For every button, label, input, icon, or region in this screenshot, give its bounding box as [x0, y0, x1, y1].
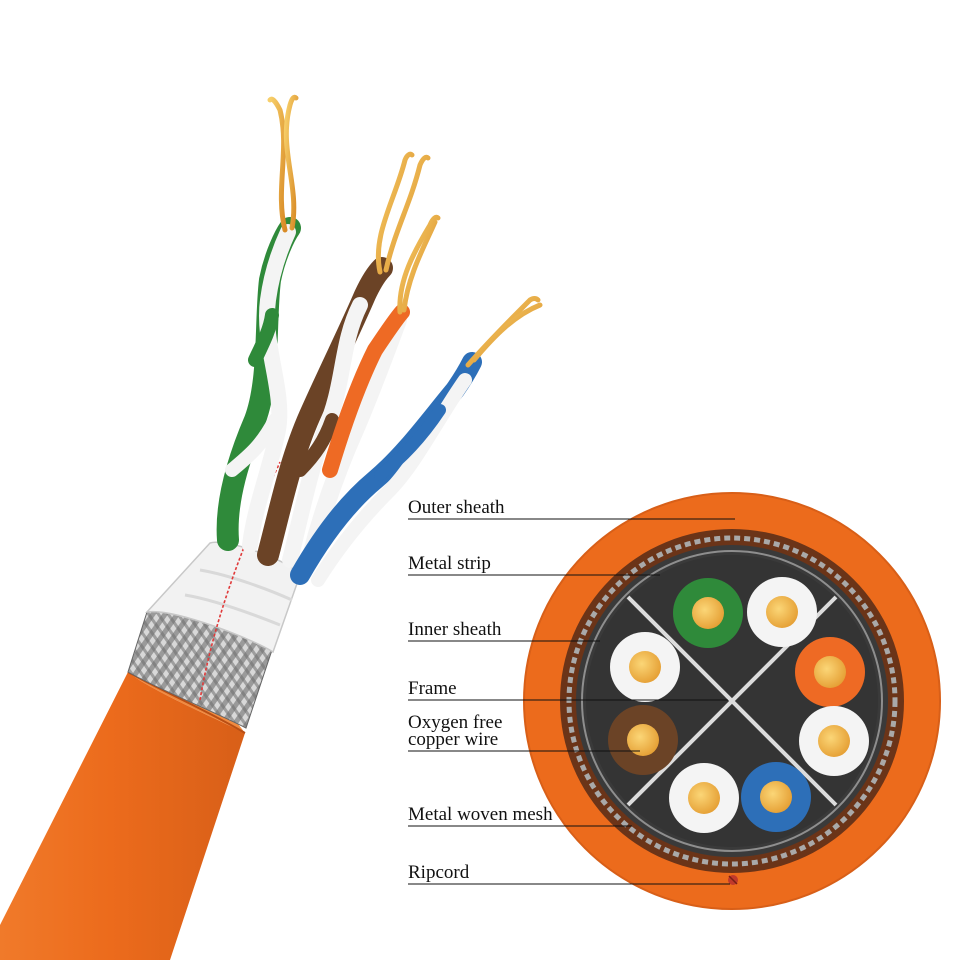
conductor-white-4 — [669, 763, 739, 833]
conductor-white-3 — [799, 706, 869, 776]
labels: Outer sheath Metal strip Inner sheath Fr… — [408, 497, 735, 885]
exposed-copper-wires — [267, 94, 543, 368]
conductor-green — [673, 578, 743, 648]
conductor-brown — [608, 705, 678, 775]
outer-sheath-body — [0, 672, 245, 960]
cable-side-view — [0, 94, 543, 960]
pair-brown-white — [257, 257, 393, 566]
conductor-orange — [795, 637, 865, 707]
label-oxygen-free-line2: copper wire — [408, 729, 498, 750]
label-frame: Frame — [408, 678, 457, 699]
label-oxygen-free-line1: Oxygen free — [408, 712, 502, 733]
label-metal-strip: Metal strip — [408, 553, 491, 574]
ripcord-dot — [728, 875, 738, 885]
cable-cross-section — [523, 492, 941, 910]
pair-orange-white — [301, 311, 407, 569]
label-outer-sheath: Outer sheath — [408, 497, 505, 518]
label-metal-woven-mesh: Metal woven mesh — [408, 804, 553, 825]
label-inner-sheath: Inner sheath — [408, 619, 502, 640]
conductor-blue — [741, 762, 811, 832]
label-ripcord: Ripcord — [408, 862, 470, 883]
metal-foil — [145, 541, 301, 654]
conductor-white-1 — [747, 577, 817, 647]
conductor-white-2 — [610, 632, 680, 702]
